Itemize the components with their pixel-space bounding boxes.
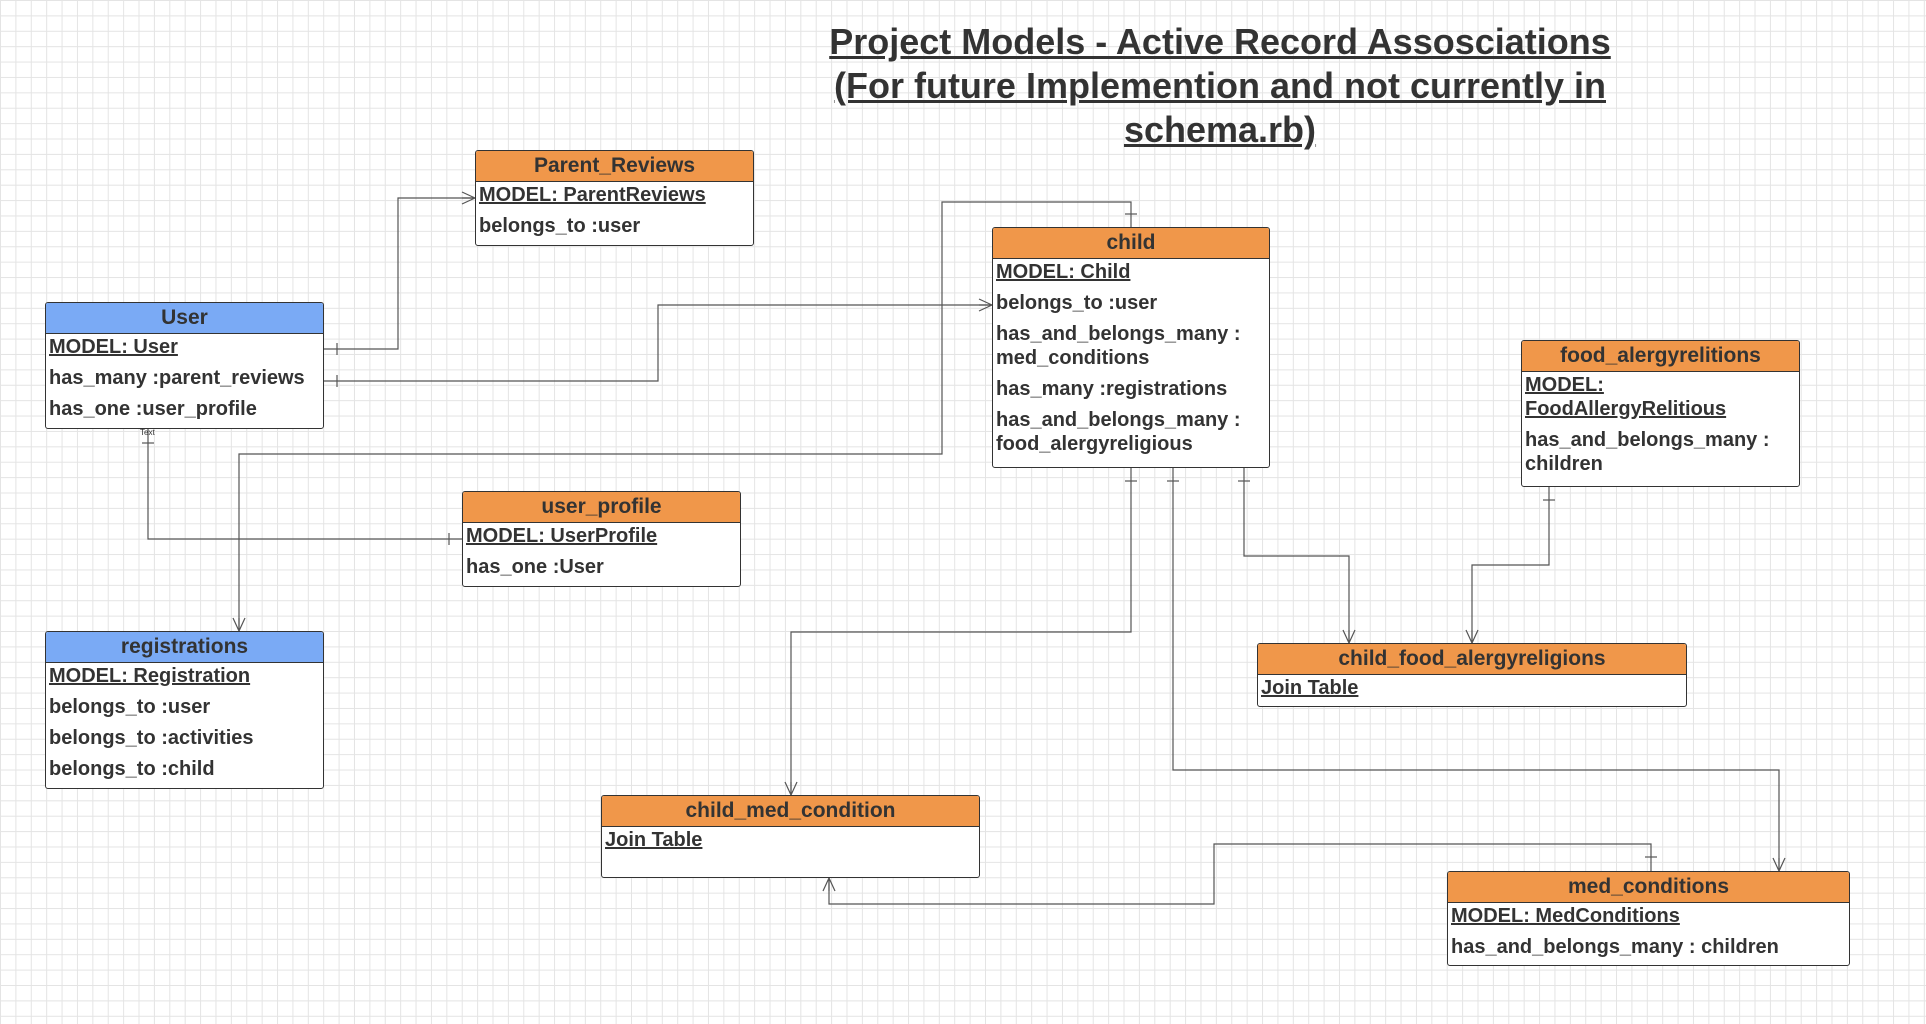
entity-model-row: Join Table (1261, 677, 1359, 699)
entity-row: has_one :User (466, 556, 604, 578)
entity-header: user_profile (463, 492, 740, 523)
crowfoot-mark (1465, 629, 1479, 644)
title-line-1: Project Models - Active Record Assosciat… (829, 21, 1611, 62)
entity-row: has_and_belongs_many : med_conditions (996, 323, 1241, 369)
entity-model-row: MODEL: User (49, 336, 178, 358)
entity-header: child_food_alergyreligions (1258, 644, 1686, 675)
entity-parent-reviews[interactable]: Parent_Reviews MODEL: ParentReviews belo… (475, 150, 754, 246)
connector-med-join (828, 843, 1652, 905)
crowfoot-mark (461, 191, 476, 205)
connector-user-child (324, 304, 992, 382)
entity-header: Parent_Reviews (476, 151, 753, 182)
entity-child-food-alergyreligions[interactable]: child_food_alergyreligions Join Table (1257, 643, 1687, 707)
entity-model-row: MODEL: Child (996, 261, 1131, 283)
entity-row: has_many :parent_reviews (49, 367, 305, 389)
entity-header: med_conditions (1448, 872, 1849, 903)
entity-row: has_and_belongs_many : children (1451, 936, 1779, 958)
entity-model-row: FoodAllergyRelitious (1525, 398, 1727, 420)
crowfoot-mark (1342, 629, 1356, 644)
entity-model-row: Join Table (605, 829, 703, 851)
entity-header: food_alergyrelitions (1522, 341, 1799, 372)
entity-model-row: MODEL: ParentReviews (479, 184, 706, 206)
connector-user-profile (147, 429, 462, 540)
title-line-2: (For future Implemention and not current… (833, 65, 1606, 106)
entity-header: User (46, 303, 323, 334)
entity-row: has_many :registrations (996, 378, 1228, 400)
connector-food-join (1471, 487, 1550, 643)
connector-child-med-conditions (1172, 468, 1780, 871)
entity-model-row: MODEL: Registration (49, 665, 251, 687)
title-line-3: schema.rb) (1123, 109, 1317, 150)
connector-child-registrations (238, 201, 1132, 631)
entity-model-row: MODEL: MedConditions (1451, 905, 1680, 927)
crowfoot-mark (1772, 857, 1786, 872)
connector-user-parent-reviews (324, 197, 475, 350)
entity-row: has_and_belongs_many : children (1525, 429, 1770, 475)
entity-row: belongs_to :user (996, 292, 1158, 314)
entity-child-med-condition[interactable]: child_med_condition Join Table (601, 795, 980, 878)
diagram-title: Project Models - Active Record Assosciat… (790, 20, 1650, 152)
crowfoot-mark (232, 617, 246, 632)
entity-registrations[interactable]: registrations MODEL: Registration belong… (45, 631, 324, 789)
entity-model-row: MODEL: UserProfile (466, 525, 658, 547)
entity-row: belongs_to :activities (49, 727, 254, 749)
connector-child-food-join (1243, 468, 1350, 643)
entity-child[interactable]: child MODEL: Child belongs_to :user has_… (992, 227, 1270, 468)
crowfoot-mark (978, 298, 993, 312)
connector-child-med-join (790, 468, 1132, 795)
entity-header: child (993, 228, 1269, 259)
entity-food-alergyrelitions[interactable]: food_alergyrelitions MODEL: FoodAllergyR… (1521, 340, 1800, 487)
entity-row: belongs_to :user (479, 215, 641, 237)
entity-row: belongs_to :child (49, 758, 215, 780)
entity-model-label: MODEL: (1525, 374, 1604, 396)
entity-row: has_one :user_profile (49, 398, 257, 420)
entity-med-conditions[interactable]: med_conditions MODEL: MedConditions has_… (1447, 871, 1850, 966)
text-label: Text (140, 428, 155, 437)
entity-header: child_med_condition (602, 796, 979, 827)
crowfoot-mark (784, 781, 798, 796)
entity-header: registrations (46, 632, 323, 663)
entity-user[interactable]: User MODEL: User has_many :parent_review… (45, 302, 324, 429)
entity-row: belongs_to :user (49, 696, 211, 718)
crowfoot-mark (822, 877, 836, 892)
entity-user-profile[interactable]: user_profile MODEL: UserProfile has_one … (462, 491, 741, 587)
entity-row: has_and_belongs_many : food_alergyreligi… (996, 409, 1241, 455)
